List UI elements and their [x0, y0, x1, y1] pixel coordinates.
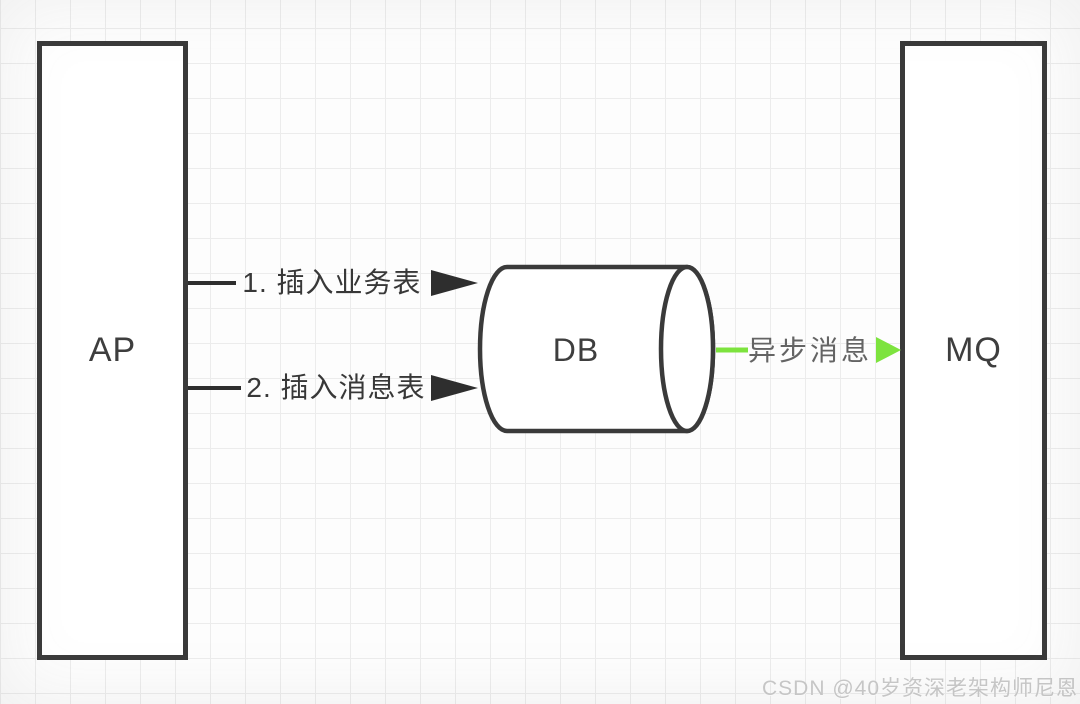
- arrow-head-2: [431, 375, 478, 401]
- edge-label-insert-business: 1. 插入业务表: [242, 267, 422, 298]
- node-ap: AP: [37, 41, 188, 660]
- edge-label-async-message: 异步消息: [747, 335, 872, 366]
- db-cylinder-face: [658, 264, 716, 434]
- arrow-head-1: [431, 270, 478, 296]
- node-mq-label: MQ: [945, 331, 1002, 369]
- node-db-label: DB: [552, 332, 600, 368]
- watermark: CSDN @40岁资深老架构师尼恩: [761, 677, 1078, 700]
- node-mq: MQ: [900, 41, 1047, 660]
- edge-label-insert-message: 2. 插入消息表: [246, 372, 426, 403]
- node-ap-label: AP: [88, 331, 137, 369]
- arrow-head-3: [876, 337, 901, 363]
